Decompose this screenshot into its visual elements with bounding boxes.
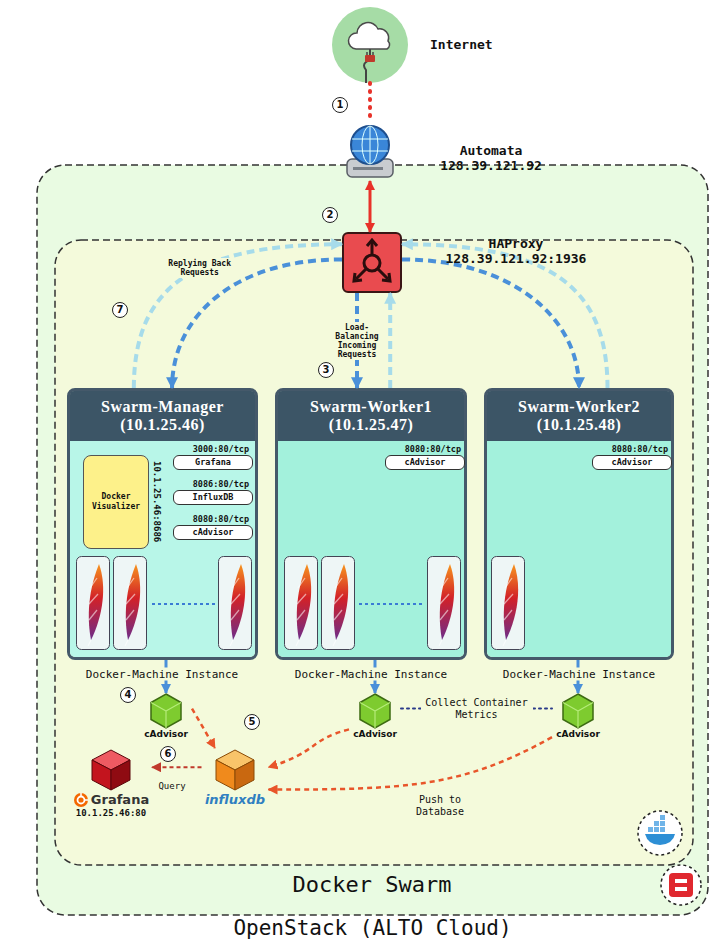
- edge-label: Load-Balancing Incoming Requests: [333, 322, 381, 360]
- haproxy-icon: [342, 232, 402, 293]
- callout-number: 4: [120, 687, 136, 703]
- edge-label: Query: [152, 780, 192, 793]
- swarm-title: Swarm-Worker2 (10.1.25.48): [493, 398, 665, 434]
- connector: [152, 766, 202, 768]
- node-label: cAdvisor: [556, 729, 600, 740]
- node-label: Automata 128.39.121.92: [435, 143, 547, 173]
- swarm-header: Swarm-Worker1 (10.1.25.47): [278, 391, 464, 441]
- grafana-node: Grafana10.1.25.46:80: [70, 748, 152, 830]
- port-text: 8080:80/tcp: [193, 513, 253, 525]
- edge-label: Collect Container Metrics: [421, 696, 533, 722]
- node-label: cAdvisor: [144, 729, 188, 740]
- cadvisor-icon: [148, 693, 184, 729]
- swarm-region: [55, 240, 693, 865]
- service-name: cAdvisor: [405, 456, 446, 469]
- connector: [369, 181, 372, 232]
- connector: [172, 259, 342, 388]
- grafana-logo: [73, 792, 89, 808]
- service-name: Grafana: [195, 456, 231, 469]
- cloud-icon: [332, 7, 408, 83]
- swarm-body: [278, 441, 464, 657]
- edge-label: Replying Back Requests: [163, 258, 237, 278]
- cadvisor-icon: [560, 693, 596, 729]
- instance-label: Docker-Machine Instance: [501, 668, 657, 681]
- callout-number: 7: [112, 302, 128, 318]
- connector: [134, 244, 342, 388]
- node-label: HAProxy 128.39.121.92:1936: [435, 236, 597, 266]
- node-label: influxdb: [205, 792, 265, 808]
- swarm-node: Swarm-Worker1 (10.1.25.47) 8080:80/tcpcAd…: [275, 388, 467, 660]
- title-row: Grafana: [73, 792, 149, 808]
- connector: [368, 83, 372, 123]
- port-pill: InfluxDB: [173, 490, 253, 505]
- port-pill: cAdvisor: [173, 525, 253, 540]
- swarm-node: Swarm-Worker2 (10.1.25.48) 8080:80/tcpcAd…: [484, 388, 674, 660]
- swarm-title: Swarm-Worker1 (10.1.25.47): [284, 398, 458, 434]
- port-mapping: 8080:80/tcpcAdvisor: [375, 443, 465, 475]
- connector: [402, 244, 608, 388]
- swarm-header: Swarm-Manager (10.1.25.46): [70, 391, 255, 441]
- visualizer-box: Docker Visualizer10.1.25.46:8686: [83, 455, 149, 549]
- swarm-label: Docker Swarm: [293, 872, 452, 898]
- callout-number: 1: [332, 97, 348, 113]
- openstack-icon: [661, 865, 701, 905]
- edge-label: Push to Database: [409, 793, 471, 819]
- callout-number: 6: [160, 746, 176, 762]
- connector: [402, 259, 579, 388]
- swarm-body: [487, 441, 671, 657]
- cloud-region: OpenStack (ALTO Cloud)Automata 128.39.12…: [37, 165, 708, 915]
- load-balancer: HAProxy 128.39.121.92:1936: [342, 232, 402, 293]
- port-mapping: 8080:80/tcpcAdvisor: [163, 513, 253, 545]
- openstack-region: [37, 165, 708, 915]
- node-address: 10.1.25.46:80: [76, 808, 146, 819]
- router-icon: [345, 123, 395, 181]
- connector: [269, 737, 553, 789]
- cube-icon: [213, 748, 257, 792]
- service-name: cAdvisor: [193, 526, 234, 539]
- node-label: Internet: [430, 37, 493, 52]
- cube-icon: [89, 748, 133, 792]
- swarm-header: Swarm-Worker2 (10.1.25.48): [487, 391, 671, 441]
- callout-number: 3: [318, 362, 334, 378]
- container-dots: [152, 603, 424, 605]
- cadvisor-node: cAdvisor: [140, 693, 192, 745]
- port-text: 3000:80/tcp: [193, 443, 253, 455]
- node-label: Grafana: [91, 792, 149, 808]
- visualizer-address: 10.1.25.46:8686: [151, 456, 162, 548]
- port-text: 8080:80/tcp: [405, 443, 465, 455]
- cadvisor-node: cAdvisor: [349, 693, 401, 745]
- apache-containers: [77, 557, 525, 650]
- influxdb-node: influxdb: [202, 748, 269, 812]
- port-mapping: 3000:80/tcpGrafana: [163, 443, 253, 475]
- connector: [269, 729, 350, 767]
- callout-number: 5: [244, 714, 260, 730]
- port-mapping: 8080:80/tcpcAdvisor: [584, 443, 672, 475]
- service-name: InfluxDB: [193, 491, 234, 504]
- docker-icon: [638, 811, 682, 855]
- port-pill: Grafana: [173, 455, 253, 470]
- instance-label: Docker-Machine Instance: [84, 668, 240, 681]
- cadvisor-icon: [357, 693, 393, 729]
- port-text: 8080:80/tcp: [612, 443, 672, 455]
- swarm-title: Swarm-Manager (10.1.25.46): [76, 398, 249, 434]
- port-text: 8086:80/tcp: [193, 478, 253, 490]
- connector: [388, 293, 392, 388]
- region-title: OpenStack (ALTO Cloud): [37, 916, 708, 940]
- port-mapping: 8086:80/tcpInfluxDB: [163, 478, 253, 510]
- port-pill: cAdvisor: [385, 455, 465, 470]
- service-name: cAdvisor: [612, 456, 653, 469]
- visualizer-title: Docker Visualizer: [84, 492, 148, 512]
- internet-node: Internet: [332, 7, 408, 83]
- callout-number: 2: [322, 207, 338, 223]
- instance-label: Docker-Machine Instance: [293, 668, 449, 681]
- swarm-node: Swarm-Manager (10.1.25.46) 3000:80/tcpGra…: [67, 388, 258, 660]
- router-node: Automata 128.39.121.92: [345, 123, 395, 181]
- port-pill: cAdvisor: [592, 455, 672, 470]
- node-label: cAdvisor: [353, 729, 397, 740]
- connector: [192, 709, 215, 748]
- cadvisor-node: cAdvisor: [552, 693, 604, 745]
